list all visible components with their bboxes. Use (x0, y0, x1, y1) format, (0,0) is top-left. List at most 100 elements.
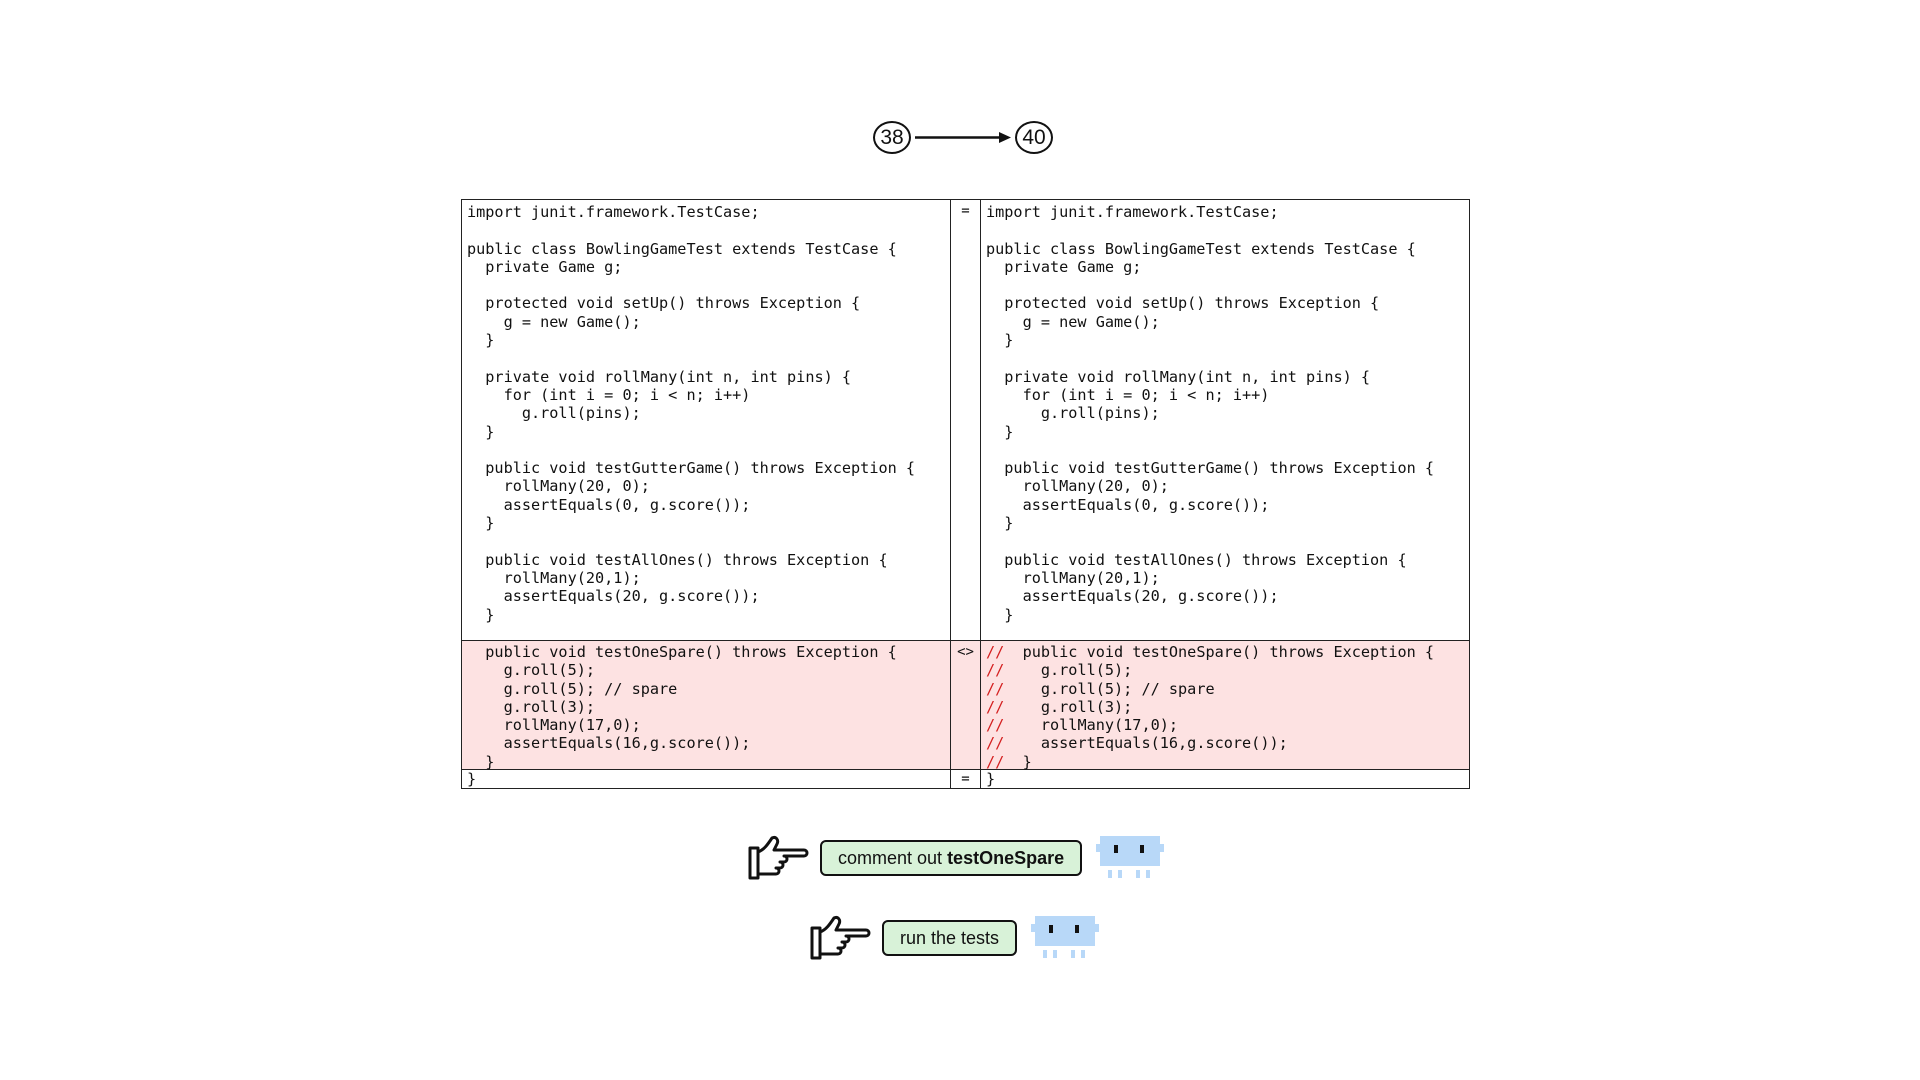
code-line: private Game g; (986, 257, 1142, 276)
code-line: public class BowlingGameTest extends Tes… (986, 239, 1416, 258)
code-line (467, 276, 950, 294)
code-line: public void testAllOnes() throws Excepti… (986, 550, 1407, 569)
code-text: } (1004, 752, 1032, 771)
code-line: g.roll(5); // spare (467, 679, 678, 698)
code-line: g.roll(5); (467, 661, 596, 680)
code-line: public void testGutterGame() throws Exce… (467, 459, 916, 478)
code-text: g.roll(3); (1004, 697, 1133, 716)
instruction-run-tests: run the tests (882, 920, 1018, 956)
comment-marker: // (986, 734, 1005, 753)
code-line: rollMany(17,0); (467, 716, 641, 735)
code-line-commented: // rollMany(17,0); (986, 716, 1469, 734)
comment-marker: // (986, 661, 1005, 680)
comment-marker: // (986, 716, 1005, 735)
code-line-commented: // assertEquals(16,g.score()); (986, 734, 1469, 752)
code-text: public void testOneSpare() throws Except… (1004, 643, 1435, 661)
comment-marker: // (986, 643, 1005, 661)
left-changed-block: public void testOneSpare() throws Except… (462, 640, 950, 771)
right-code-changed: // public void testOneSpare() throws Exc… (981, 641, 1469, 771)
code-line: } (986, 331, 1014, 350)
code-line: import junit.framework.TestCase; (986, 203, 1279, 221)
diff-view: import junit.framework.TestCase; public c… (461, 199, 1470, 789)
marker-equal-bottom: = (961, 771, 970, 787)
code-line: for (int i = 0; i < n; i++) (467, 385, 751, 404)
left-code-unchanged: import junit.framework.TestCase; public c… (462, 200, 950, 624)
code-line: import junit.framework.TestCase; (467, 203, 760, 221)
code-line: } (467, 331, 495, 350)
code-line (986, 276, 1469, 294)
code-line (467, 349, 950, 367)
code-line (467, 441, 950, 459)
code-line: rollMany(20, 0); (467, 477, 650, 496)
code-line: } (986, 605, 1014, 624)
code-line: } (986, 422, 1014, 441)
code-line: public class BowlingGameTest extends Tes… (467, 239, 897, 258)
code-line: protected void setUp() throws Exception … (467, 294, 861, 313)
code-line: rollMany(20,1); (467, 568, 641, 587)
code-line: assertEquals(20, g.score()); (467, 587, 760, 606)
code-line: } (986, 514, 1014, 533)
comment-marker: // (986, 697, 1005, 716)
marker-equal-top: = (961, 203, 970, 219)
step-to-badge: 40 (1015, 121, 1053, 154)
code-text: g.roll(5); (1004, 661, 1133, 680)
comment-marker: // (986, 679, 1005, 698)
right-closing-brace: } (986, 770, 996, 788)
code-line: assertEquals(20, g.score()); (986, 587, 1279, 606)
code-text: g.roll(5); // spare (1004, 679, 1215, 698)
code-line: assertEquals(0, g.score()); (986, 495, 1270, 514)
step-from-badge: 38 (873, 121, 911, 154)
code-line: assertEquals(16,g.score()); (467, 734, 751, 753)
code-line-commented: // g.roll(5); (986, 661, 1469, 679)
code-line-commented: // g.roll(3); (986, 698, 1469, 716)
pointing-hand-icon (748, 836, 809, 880)
right-changed-block: // public void testOneSpare() throws Exc… (981, 640, 1469, 771)
code-line: assertEquals(0, g.score()); (467, 495, 751, 514)
annotation-run-tests: run the tests (808, 910, 1100, 966)
diff-left-column: import junit.framework.TestCase; public c… (462, 200, 951, 788)
diff-marker-column: = <> = (951, 200, 981, 788)
code-line: g.roll(3); (467, 697, 596, 716)
code-line: protected void setUp() throws Exception … (986, 294, 1380, 313)
left-code-changed: public void testOneSpare() throws Except… (462, 641, 950, 771)
code-line-commented: // public void testOneSpare() throws Exc… (986, 643, 1469, 661)
code-line (986, 349, 1469, 367)
code-text: assertEquals(16,g.score()); (1004, 734, 1288, 753)
code-line (467, 221, 950, 239)
code-line-commented: // g.roll(5); // spare (986, 680, 1469, 698)
code-line: public void testAllOnes() throws Excepti… (467, 550, 888, 569)
marker-changed: <> (957, 644, 974, 660)
instruction-comment-out: comment out testOneSpare (820, 840, 1083, 876)
code-text: rollMany(17,0); (1004, 716, 1179, 735)
right-code-unchanged: import junit.framework.TestCase; public c… (981, 200, 1469, 624)
code-line: rollMany(20,1); (986, 568, 1160, 587)
code-line: for (int i = 0; i < n; i++) (986, 385, 1270, 404)
code-line-commented: // } (986, 753, 1469, 771)
code-line: private void rollMany(int n, int pins) { (986, 367, 1371, 386)
comment-marker: // (986, 752, 1005, 771)
code-line: public void testGutterGame() throws Exce… (986, 459, 1435, 478)
step-indicator: 38 40 (873, 121, 1059, 159)
code-line: private Game g; (467, 257, 623, 276)
code-line: } (467, 514, 495, 533)
robot-icon (1031, 916, 1100, 958)
code-line: } (467, 422, 495, 441)
code-line: } (467, 605, 495, 624)
left-closing-brace: } (467, 770, 477, 788)
code-line: g.roll(pins); (467, 404, 641, 423)
code-line: } (467, 752, 495, 771)
code-line (467, 532, 950, 550)
diff-right-column: import junit.framework.TestCase; public c… (981, 200, 1469, 788)
code-line: private void rollMany(int n, int pins) { (467, 367, 852, 386)
arrow-right-icon (915, 132, 1011, 143)
code-line: public void testOneSpare() throws Except… (467, 643, 897, 661)
code-line: g.roll(pins); (986, 404, 1160, 423)
pointing-hand-icon (810, 916, 871, 960)
annotation-comment-out: comment out testOneSpare (746, 830, 1165, 886)
robot-icon (1096, 836, 1165, 878)
code-line (986, 532, 1469, 550)
code-line: g = new Game(); (467, 312, 641, 331)
code-line (986, 441, 1469, 459)
code-line (986, 221, 1469, 239)
code-line: g = new Game(); (986, 312, 1160, 331)
